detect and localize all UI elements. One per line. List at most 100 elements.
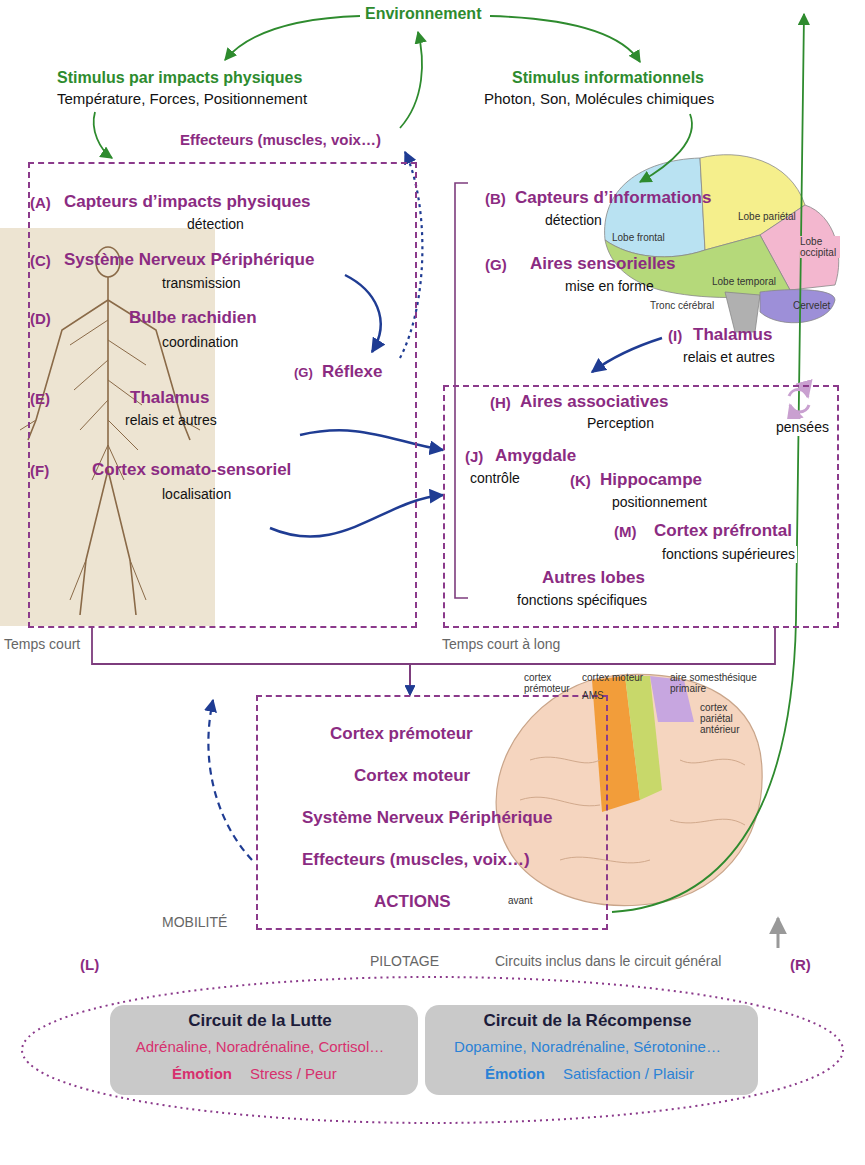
cycle-icon (789, 390, 809, 412)
circuit-box: Circuit de la LutteAdrénaline, Noradréna… (110, 1005, 418, 1095)
text-label: relais et autres (125, 412, 217, 429)
grey-up-arrow (777, 918, 780, 948)
region-box: Cortex prémoteurCortex moteurSystème Ner… (256, 695, 608, 930)
text-label: (G) (485, 256, 507, 274)
gyri (520, 757, 745, 863)
text-label: Satisfaction / Plaisir (563, 1065, 694, 1083)
cycle-arrow (790, 405, 809, 412)
text-label: Environnement (365, 4, 481, 23)
text-label: cortex pariétal antérieur (700, 702, 762, 735)
text-label: Stimulus informationnels (512, 68, 704, 87)
text-label: Réflexe (322, 362, 382, 382)
text-label: Adrénaline, Noradrénaline, Cortisol… (110, 1038, 410, 1056)
text-label: Système Nerveux Périphérique (64, 250, 314, 270)
text-label: Hippocampe (600, 470, 702, 490)
circuit-ellipse: (L)(R)Circuit de la LutteAdrénaline, Nor… (20, 975, 845, 1125)
text-label: (H) (490, 394, 511, 412)
text-label: détection (545, 212, 602, 229)
text-label: Bulbe rachidien (129, 308, 257, 328)
green-arrow (94, 112, 112, 158)
text-label: Effecteurs (muscles, voix…) (302, 850, 530, 870)
text-label: localisation (162, 486, 231, 503)
text-label: Capteurs d’impacts physiques (64, 192, 311, 212)
text-label: (J) (465, 448, 483, 466)
text-label: Stimulus par impacts physiques (57, 68, 302, 87)
text-label: Cervelet (793, 300, 830, 311)
connector (92, 628, 410, 695)
spine (107, 277, 109, 470)
cerebellum (760, 290, 835, 323)
ellipse-line (22, 977, 843, 1123)
connector (270, 495, 443, 537)
green-arrow (225, 16, 360, 60)
text-label: ACTIONS (374, 892, 451, 912)
text-label: coordination (162, 334, 238, 351)
text-label: Dopamine, Noradrénaline, Sérotonine… (425, 1038, 750, 1056)
blue-arrow (592, 338, 662, 372)
text-label: Tronc cérébral (650, 300, 714, 311)
text-label: aire somesthésique primaire (670, 672, 766, 694)
text-label: Lobe frontal (612, 232, 665, 243)
text-label: Cortex somato-sensoriel (92, 460, 291, 480)
text-label: (R) (790, 956, 811, 974)
text-label: Lobe occipital (800, 236, 840, 258)
text-label: (I) (668, 327, 682, 345)
text-label: Cortex préfrontal (652, 521, 794, 541)
text-label: Capteurs d’informations (515, 188, 711, 208)
text-label: fonctions supérieures (660, 546, 797, 563)
text-label: pensées (774, 419, 831, 436)
text-label: Amygdale (495, 446, 576, 466)
text-label: (E) (30, 390, 50, 408)
green-arrow (400, 32, 422, 128)
text-label: Perception (587, 415, 654, 432)
dashed-arrow (208, 700, 252, 860)
text-label: contrôle (470, 470, 520, 487)
text-label: Système Nerveux Périphérique (302, 808, 552, 828)
text-label: fonctions spécifiques (517, 592, 647, 609)
text-label: Cortex prémoteur (330, 724, 473, 744)
text-label: (B) (485, 190, 506, 208)
text-label: Thalamus (130, 388, 209, 408)
text-label: Temps court à long (442, 636, 560, 653)
leg (108, 470, 136, 615)
text-label: Émotion (172, 1065, 232, 1083)
text-label: Stress / Peur (250, 1065, 337, 1083)
text-label: (G) (294, 365, 313, 381)
dotted-arrow (400, 152, 422, 358)
text-label: Temps court (4, 636, 80, 653)
text-label: Thalamus (693, 325, 772, 345)
text-label: Aires associatives (520, 392, 668, 412)
green-arrow (640, 114, 692, 182)
text-label: (A) (30, 194, 51, 212)
green-arrow (612, 14, 804, 912)
connector (300, 430, 443, 450)
text-label: Effecteurs (muscles, voix…) (180, 131, 381, 149)
text-label: détection (187, 216, 244, 233)
region-box: (H) Aires associativesPerception pensées (J… (443, 385, 839, 628)
text-label: relais et autres (683, 349, 775, 366)
text-label: Lobe pariétal (738, 211, 796, 222)
bracket (455, 183, 468, 598)
connector (410, 628, 775, 695)
text-label: positionnement (612, 494, 707, 511)
text-label: AMS (582, 690, 604, 701)
text-label: (F) (30, 462, 49, 480)
text-label: avant (508, 895, 532, 906)
text-label: Circuit de la Récompense (425, 1011, 750, 1031)
green-arrow (490, 16, 640, 62)
nerves (20, 420, 200, 600)
motor-brain (496, 674, 762, 905)
text-label: cortex moteur (582, 672, 643, 683)
text-label: Circuits inclus dans le circuit général (495, 953, 721, 970)
body-figure (20, 247, 200, 615)
text-label: PILOTAGE (370, 953, 439, 970)
region-box: (A) Capteurs d’impacts physiques détection… (28, 162, 417, 628)
text-label: Autres lobes (542, 568, 645, 588)
text-label: Température, Forces, Positionnement (57, 90, 307, 108)
text-label: Photon, Son, Molécules chimiques (484, 90, 714, 108)
leg (80, 470, 108, 615)
text-label: mise en forme (565, 278, 654, 295)
text-label: Émotion (485, 1065, 545, 1083)
